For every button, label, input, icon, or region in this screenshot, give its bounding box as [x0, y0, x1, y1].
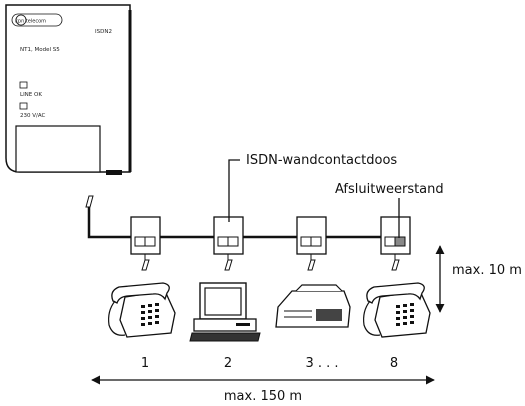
device-number-3: 3 . . . [305, 356, 338, 371]
device-number-2: 2 [224, 356, 232, 371]
terminator-label: Afsluitweerstand [335, 182, 444, 197]
isdn-bus-cable [87, 207, 381, 239]
led-power [19, 102, 28, 110]
model-label: NT1, Model S5 [20, 47, 60, 53]
device-number-1: 1 [141, 356, 149, 371]
led-line-ok-label: LINE OK [20, 92, 42, 98]
led-line-ok [19, 81, 28, 89]
socket-4-terminator [380, 216, 411, 255]
isdn2-label: ISDN2 [95, 29, 112, 35]
kpn-logo: kpn telecom [11, 13, 63, 27]
wall-socket-leader [228, 159, 240, 222]
horizontal-dimension-label: max. 150 m [224, 389, 302, 404]
wall-socket-label: ISDN-wandcontactdoos [246, 153, 397, 168]
telephone-icon [108, 282, 176, 338]
computer-icon [189, 282, 261, 342]
socket-2 [213, 216, 244, 255]
device-number-8: 8 [390, 356, 398, 371]
nt1-plug-icon [85, 195, 94, 208]
led-power-label: 230 V/AC [20, 113, 46, 119]
fax-icon [275, 284, 351, 328]
device-plugs [141, 254, 400, 271]
vertical-dimension-label: max. 10 m [452, 263, 522, 278]
telephone-icon [363, 282, 431, 338]
nt1-unit: kpn telecom ISDN2 NT1, Model S5 LINE OK … [5, 4, 132, 175]
socket-1 [130, 216, 161, 255]
socket-3 [296, 216, 327, 255]
brand-text: kpn telecom [15, 19, 46, 25]
